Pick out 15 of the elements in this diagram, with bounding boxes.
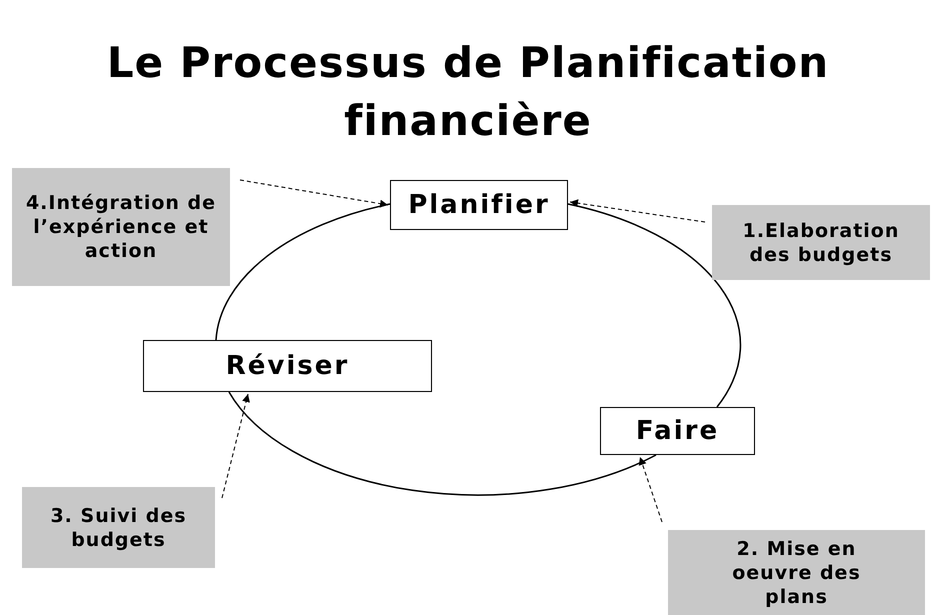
- cycle-line: [215, 203, 390, 340]
- dashed-arrow: [240, 180, 388, 208]
- callout-box: 1.Elaboration des budgets: [712, 205, 930, 280]
- dashed-arrow: [570, 199, 706, 222]
- process-box: Faire: [600, 407, 755, 455]
- callout-box: 4.Intégration de l’expérience et action: [12, 168, 230, 286]
- title: Le Processus de Planification financière: [106, 37, 830, 147]
- process-box: Réviser: [143, 340, 432, 392]
- dashed-arrow: [222, 394, 250, 498]
- cycle-line: [228, 392, 656, 496]
- callout-box: 3. Suivi des budgets: [22, 487, 215, 568]
- dashed-arrow: [638, 456, 662, 522]
- cycle-line: [568, 203, 741, 408]
- process-box: Planifier: [390, 180, 568, 230]
- callout-box: 2. Mise en oeuvre des plans: [668, 530, 925, 615]
